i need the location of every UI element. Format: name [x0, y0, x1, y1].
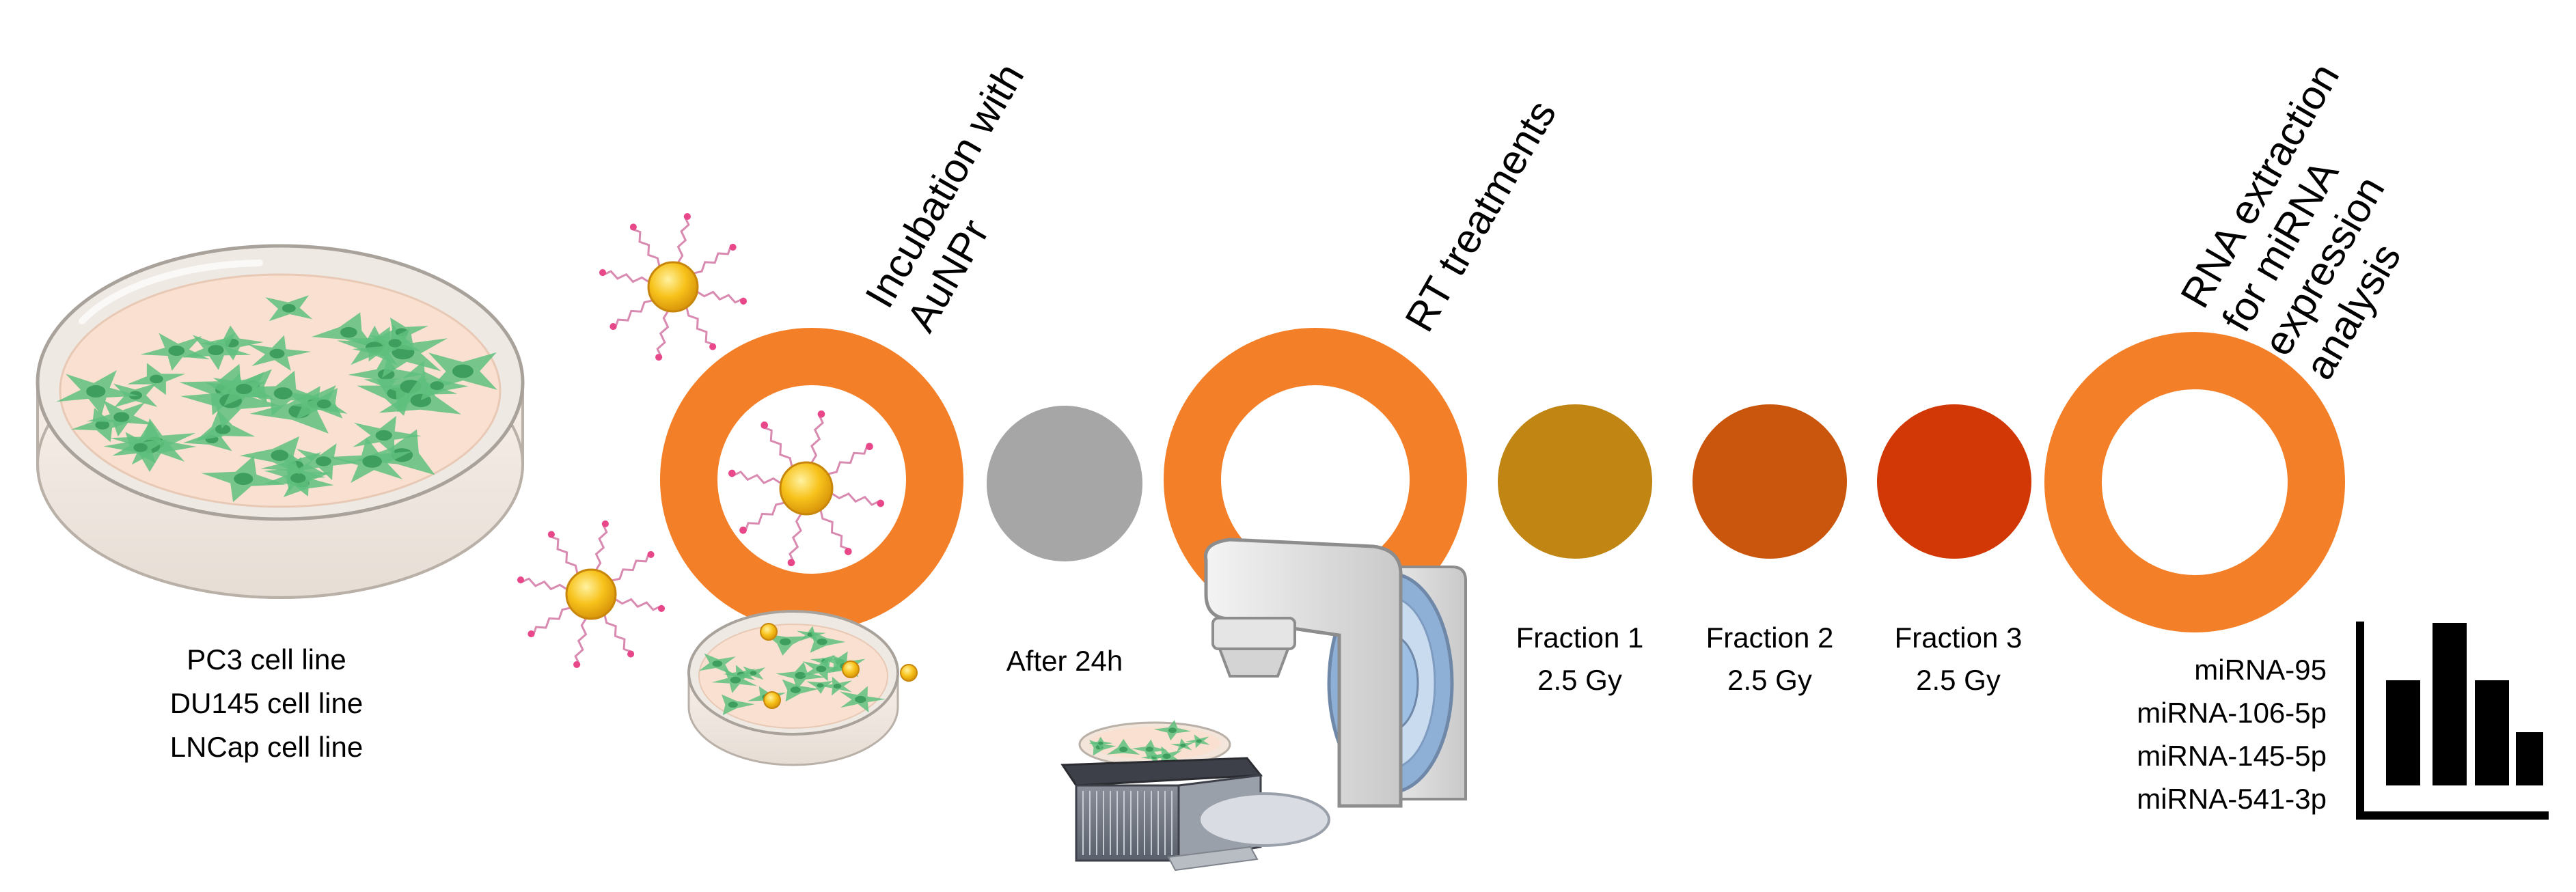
cell-nucleus — [728, 701, 738, 708]
cell-nucleus — [388, 339, 402, 348]
bar-chart-icon — [2356, 622, 2549, 820]
after-24h-label: After 24h — [1006, 645, 1123, 677]
cell-nucleus — [168, 345, 185, 357]
fraction-circle-2 — [1693, 404, 1847, 559]
fraction-dose: 2.5 Gy — [1727, 664, 1812, 696]
fraction-dose: 2.5 Gy — [1537, 664, 1622, 696]
cell-line-label: DU145 cell line — [170, 687, 363, 719]
step-ring-incubation — [660, 328, 963, 631]
cell-nucleus — [290, 473, 306, 484]
cell-nucleus — [855, 695, 866, 703]
bar-chart-axis — [2356, 622, 2364, 820]
step-ring-rna — [2044, 332, 2345, 632]
fraction-label: Fraction 3 — [1895, 622, 2023, 654]
linear-accelerator-icon — [1060, 538, 1467, 872]
cell-cluster — [56, 295, 497, 503]
cell-nucleus — [816, 665, 827, 673]
cell-nucleus — [215, 424, 231, 434]
cell — [810, 630, 846, 653]
mirna-label: miRNA-106-5p — [2137, 697, 2327, 729]
cell-nucleus — [362, 455, 382, 468]
after-24h-circle — [987, 406, 1142, 561]
cell-nucleus — [1196, 739, 1202, 743]
cell-line-label: LNCap cell line — [170, 731, 363, 763]
gold-nanoparticle-icon — [760, 623, 918, 709]
fraction-label: Fraction 1 — [1516, 622, 1644, 654]
cell-nucleus — [86, 385, 106, 398]
cell-nucleus — [750, 671, 757, 675]
bar-chart-axis — [2356, 811, 2549, 820]
cell-line-label: PC3 cell line — [187, 643, 346, 675]
cell-nucleus — [817, 683, 824, 688]
cell-nucleus — [712, 660, 723, 667]
cell-nucleus — [340, 326, 357, 338]
cell-nucleus — [430, 381, 444, 391]
cell-nucleus — [113, 412, 130, 422]
cell-nucleus — [817, 638, 827, 645]
gold-nanoparticle-icon — [599, 212, 748, 361]
cell — [420, 370, 469, 401]
cell-nucleus — [780, 638, 791, 645]
fraction-label: Fraction 2 — [1706, 622, 1834, 654]
cell-nucleus — [833, 683, 842, 689]
cell-nucleus — [730, 676, 741, 684]
cell-nucleus — [269, 348, 285, 359]
cell — [239, 436, 300, 475]
step-label-rt: RT treatments — [1396, 93, 1565, 339]
cell-nucleus — [150, 374, 163, 384]
fraction-circle-1 — [1498, 404, 1652, 559]
cell — [721, 694, 755, 716]
cell-nucleus — [795, 671, 806, 680]
cell-nucleus — [790, 686, 801, 693]
cell-nucleus — [375, 430, 392, 441]
bar-chart-bar — [2516, 732, 2543, 785]
cell-nucleus — [1162, 753, 1171, 759]
fraction-dose: 2.5 Gy — [1916, 664, 2001, 696]
cell-nucleus — [452, 364, 474, 378]
cell-nucleus — [208, 345, 224, 356]
cell-cluster — [1088, 720, 1210, 766]
mirna-label: miRNA-145-5p — [2137, 740, 2327, 772]
bar-chart-bar — [2433, 623, 2467, 785]
cell-nucleus — [1180, 743, 1186, 747]
bar-chart-bar — [2386, 680, 2420, 785]
cell-nucleus — [234, 473, 254, 486]
cell-nucleus — [236, 383, 252, 395]
cell-nucleus — [1145, 747, 1154, 752]
cell-nucleus — [316, 399, 331, 409]
cell-nucleus — [271, 449, 289, 462]
gold-nanoparticle-icon — [517, 520, 666, 669]
cell-nucleus — [273, 387, 293, 400]
bar-chart-bar — [2475, 680, 2509, 785]
gold-nanoparticle-icon — [728, 410, 885, 567]
petri-dish-icon — [36, 244, 525, 599]
cell-nucleus — [95, 420, 110, 430]
petri-dish-icon — [687, 610, 918, 766]
cell-nucleus — [1119, 747, 1128, 753]
cell-nucleus — [316, 456, 331, 466]
fraction-circle-3 — [1877, 404, 2031, 559]
cell-nucleus — [282, 303, 296, 313]
mirna-label: miRNA-541-3p — [2137, 783, 2327, 815]
mirna-label: miRNA-95 — [2194, 654, 2327, 686]
cell-nucleus — [1098, 741, 1104, 745]
cell-nucleus — [1168, 727, 1177, 734]
cell-nucleus — [133, 443, 148, 452]
